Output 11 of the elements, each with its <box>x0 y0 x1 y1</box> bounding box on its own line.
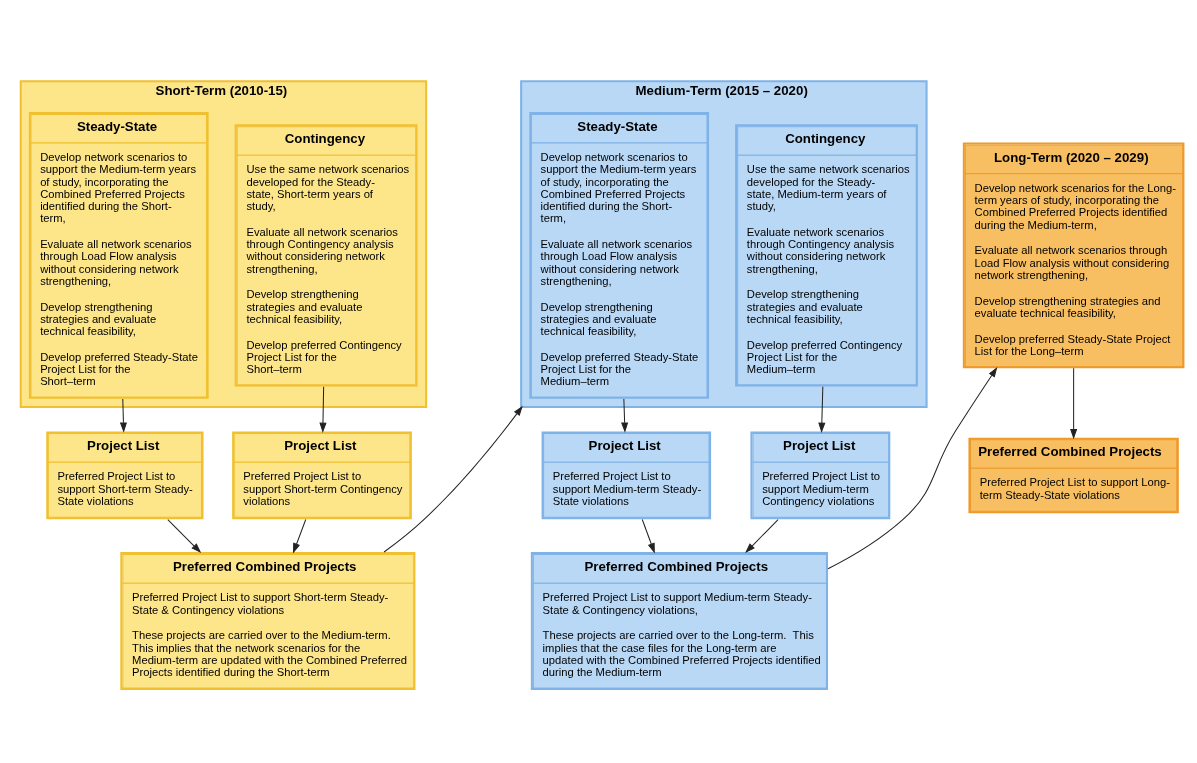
arrow <box>641 519 655 554</box>
arrow <box>745 519 779 554</box>
arrow <box>621 398 629 433</box>
arrow <box>827 367 998 570</box>
arrow <box>292 519 307 554</box>
arrow <box>167 519 202 554</box>
arrow <box>1070 367 1078 440</box>
arrow <box>818 386 826 433</box>
arrow <box>319 386 327 433</box>
arrow <box>383 405 523 553</box>
arrow <box>119 398 127 433</box>
